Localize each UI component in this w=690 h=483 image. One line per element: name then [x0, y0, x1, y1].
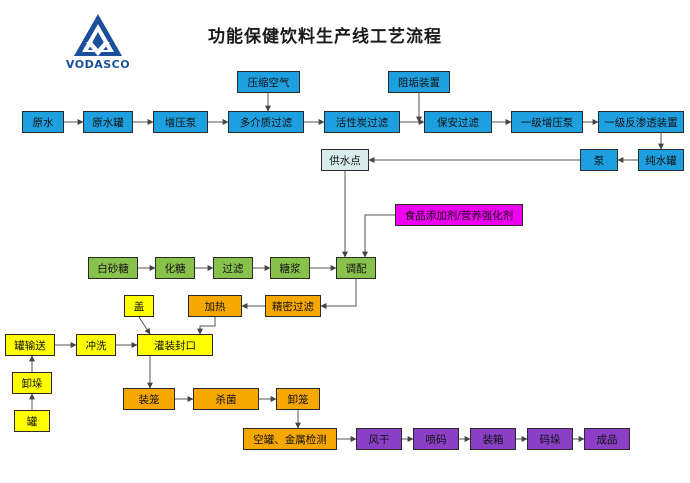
flow-arrow [138, 316, 151, 335]
flow-arrow [197, 317, 216, 335]
node-dissolve: 化糖 [155, 257, 195, 279]
node-stacking: 码垛 [527, 428, 573, 450]
node-stage1-pump: 一级增压泵 [511, 111, 583, 133]
node-ro-device: 一级反渗透装置 [598, 111, 684, 133]
node-can-convey: 罐输送 [5, 334, 55, 356]
node-fine-filter: 精密过滤 [265, 295, 321, 317]
node-antiscale: 阻垢装置 [388, 71, 450, 93]
node-inspection: 空罐、金属检测 [243, 428, 337, 450]
node-carbon-filter: 活性炭过滤 [324, 111, 400, 133]
node-syrup: 糖浆 [270, 257, 310, 279]
node-fill-seal: 灌装封口 [137, 334, 213, 356]
node-blending: 调配 [336, 257, 376, 279]
node-raw-water: 原水 [22, 111, 64, 133]
node-boxing: 装箱 [470, 428, 516, 450]
node-can: 罐 [14, 410, 50, 432]
node-coding: 喷码 [413, 428, 459, 450]
node-filter: 过滤 [213, 257, 253, 279]
node-sugar: 白砂糖 [88, 257, 138, 279]
node-product: 成品 [584, 428, 630, 450]
node-compressed-air: 压缩空气 [237, 71, 300, 93]
logo-text: VODASCO [65, 58, 131, 71]
node-air-dry: 风干 [356, 428, 402, 450]
node-heating: 加热 [188, 295, 242, 317]
node-unbasket: 卸笼 [276, 388, 320, 410]
node-pure-tank: 纯水罐 [638, 149, 684, 171]
node-basket: 装笼 [123, 388, 175, 410]
node-pump: 泵 [580, 149, 618, 171]
node-supply-point: 供水点 [321, 149, 369, 171]
node-booster-pump: 增压泵 [153, 111, 208, 133]
flow-arrow [362, 214, 395, 258]
node-raw-tank: 原水罐 [83, 111, 133, 133]
node-safety-filter: 保安过滤 [424, 111, 492, 133]
node-sterilize: 杀菌 [193, 388, 259, 410]
node-unload: 卸垛 [12, 372, 52, 394]
node-multi-filter: 多介质过滤 [228, 111, 304, 133]
vodasco-logo-icon [74, 14, 122, 56]
node-lid: 盖 [124, 295, 154, 317]
diagram-title: 功能保健饮料生产线工艺流程 [208, 27, 442, 47]
node-additives: 食品添加剂/营养强化剂 [395, 204, 523, 226]
node-rinse: 冲洗 [76, 334, 116, 356]
flow-arrow [320, 279, 357, 309]
